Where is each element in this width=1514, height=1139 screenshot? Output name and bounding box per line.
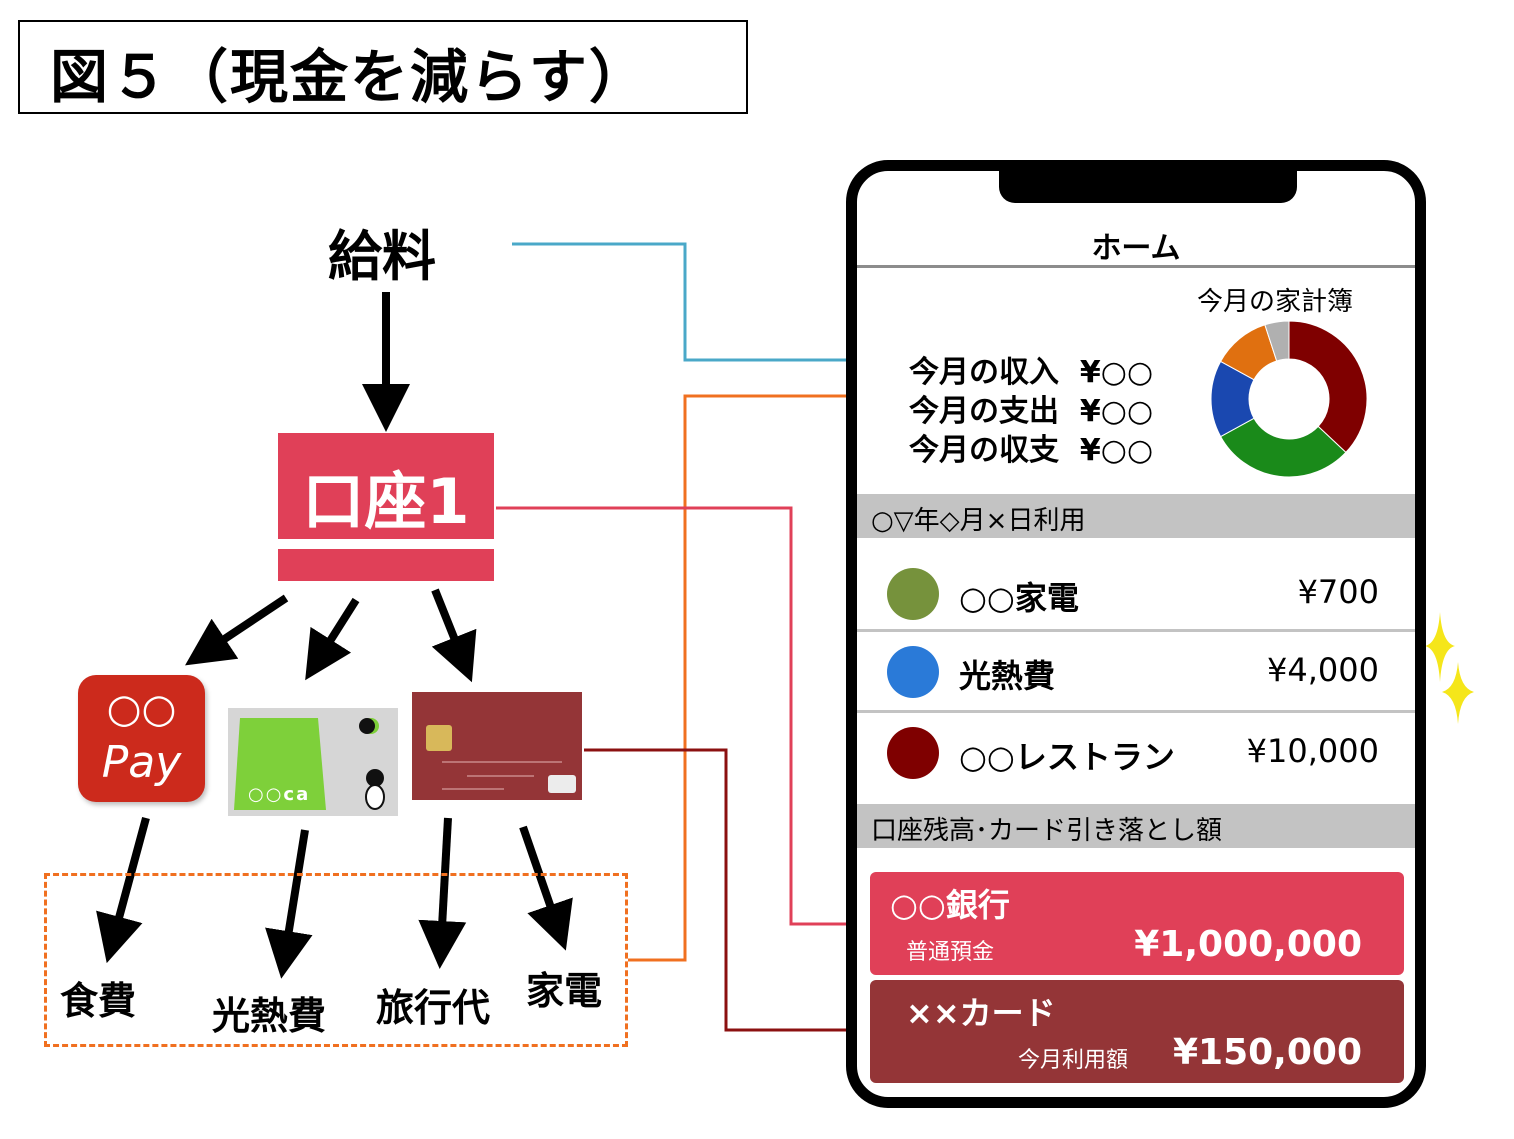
transaction-name: ○○レストラン [959, 738, 1175, 776]
card-usage-label: 今月利用額 [1018, 1048, 1129, 1073]
donut-segment-dark-red [1288, 320, 1368, 454]
bank-balance: ¥1,000,000 [1134, 924, 1362, 965]
sparkle-icon [1425, 612, 1455, 682]
summary-label: 今月の収支 [909, 433, 1059, 468]
expense-utilities: 光熱費 [212, 994, 327, 1038]
budget-donut-chart [1210, 320, 1368, 478]
category-dot [887, 568, 939, 620]
transaction-amount: ¥700 [1297, 573, 1379, 611]
category-dot [887, 646, 939, 698]
pay-app-name: Pay [101, 737, 182, 788]
summary-value: ¥○○ [1079, 355, 1154, 390]
credit-card-icon [412, 692, 582, 800]
figure-title-frame [18, 20, 748, 114]
salary-label: 給料 [328, 225, 436, 288]
accounts-header-text: 口座残高･カード引き落とし額 [871, 816, 1223, 846]
account-box: 口座1 [278, 433, 494, 581]
card-usage-amount: ¥150,000 [1172, 1032, 1362, 1073]
summary-label: 今月の収入 [909, 355, 1059, 390]
expense-travel: 旅行代 [376, 986, 491, 1030]
transaction-name: 光熱費 [959, 657, 1056, 695]
summary-value: ¥○○ [1079, 394, 1154, 429]
credit-to-appliance-arrow [519, 825, 573, 951]
summary-label: 今月の支出 [909, 394, 1059, 429]
account-to-ic-arrow [305, 597, 360, 681]
expense-connector [628, 396, 882, 962]
account-to-pay-arrow [185, 594, 289, 666]
phone-notch [999, 171, 1297, 203]
ic-card-icon: ○○ca [228, 708, 398, 816]
summary-expense: 今月の支出 ¥○○ [909, 386, 1153, 430]
pay-to-food-arrow [96, 816, 150, 964]
category-dot [887, 727, 939, 779]
transaction-row[interactable]: ○○レストラン ¥10,000 [857, 715, 1415, 795]
bank-account-type: 普通預金 [906, 940, 995, 965]
bank-account-card[interactable]: ○○銀行 普通預金 ¥1,000,000 [870, 872, 1404, 975]
transaction-row[interactable]: ○○家電 ¥700 [857, 556, 1415, 636]
summary-value: ¥○○ [1079, 433, 1154, 468]
expense-group-frame [44, 873, 628, 1047]
account-stripe [278, 539, 494, 549]
transaction-name: ○○家電 [959, 579, 1079, 617]
transaction-row[interactable]: 光熱費 ¥4,000 [857, 634, 1415, 714]
sparkle-icon [1442, 662, 1474, 724]
account-label: 口座1 [302, 465, 470, 538]
ic-to-utilities-arrow [265, 829, 313, 979]
donut-segment-green [1219, 417, 1347, 478]
bank-name: ○○銀行 [890, 886, 1010, 924]
transaction-amount: ¥4,000 [1267, 651, 1379, 689]
screen-title: ホーム [1091, 231, 1181, 266]
summary-income: 今月の収入 ¥○○ [909, 347, 1153, 391]
figure-title: 図５（現金を減らす） [50, 43, 649, 111]
accounts-header: 口座残高･カード引き落とし額 [857, 804, 1415, 848]
card-name: ××カード [906, 994, 1056, 1032]
credit-card-lines [442, 761, 562, 790]
chip-icon [426, 725, 452, 751]
credit-to-travel-arrow [418, 817, 467, 969]
date-header-text: ○▽年◇月×日利用 [871, 506, 1086, 536]
credit-account-card[interactable]: ××カード 今月利用額 ¥150,000 [870, 980, 1404, 1083]
date-header: ○▽年◇月×日利用 [857, 494, 1415, 538]
ic-card-label: ○○ca [248, 784, 311, 805]
card-connector [584, 748, 866, 1030]
budget-label: 今月の家計簿 [1197, 287, 1354, 317]
smartphone: ホーム 今月の家計簿 今月の収入 ¥○○ 今月の支出 ¥○○ 今月の収支 ¥○○… [846, 160, 1426, 1108]
summary-balance: 今月の収支 ¥○○ [909, 425, 1153, 469]
ic-card-graphic [234, 718, 385, 810]
pay-app-icon: ○○ Pay [78, 675, 205, 802]
transaction-amount: ¥10,000 [1246, 732, 1379, 770]
credit-card-panel [548, 775, 576, 793]
expense-food: 食費 [60, 979, 137, 1023]
expense-appliances: 家電 [526, 969, 603, 1013]
donut-segment-gray [1264, 320, 1290, 362]
row-divider [857, 710, 1415, 713]
pay-app-top-text: ○○ [106, 686, 177, 732]
account-to-credit-arrow [431, 588, 477, 683]
title-divider [857, 265, 1415, 268]
bank-connector [496, 506, 866, 924]
income-connector [512, 242, 880, 360]
row-divider [857, 629, 1415, 632]
